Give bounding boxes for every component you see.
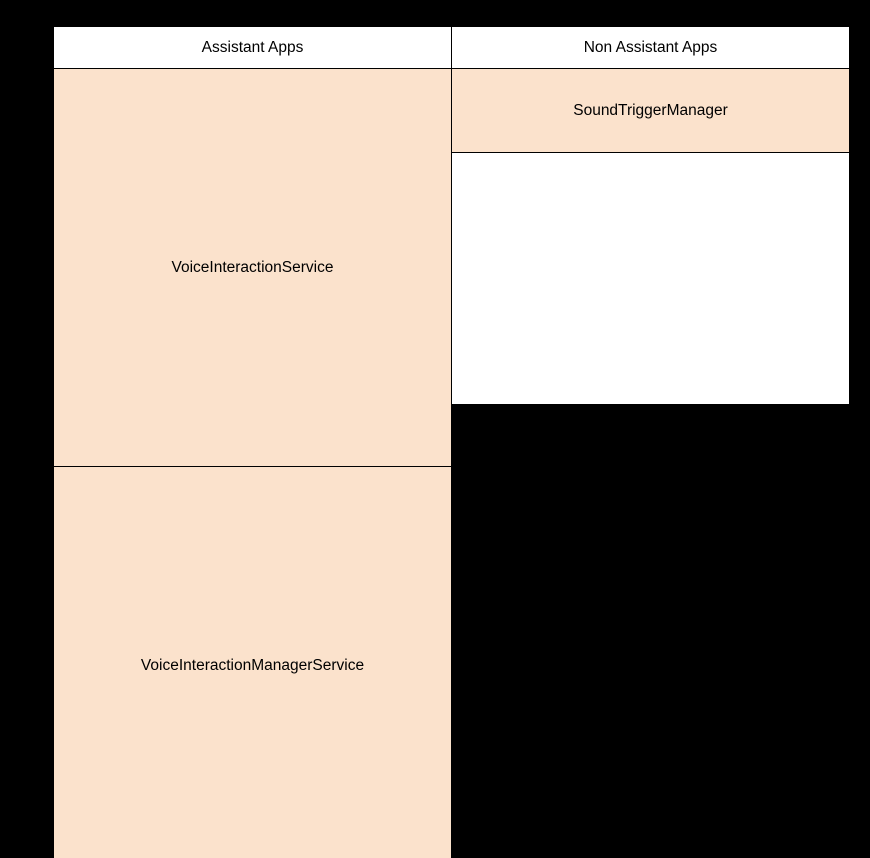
app-services-row: VoiceInteractionService VoiceInteraction… xyxy=(54,69,849,858)
block-voice-interaction-service: VoiceInteractionService xyxy=(54,69,452,467)
block-assistant-apps: Assistant Apps xyxy=(54,27,452,69)
diagram-header-row: Assistant Apps Non Assistant Apps xyxy=(54,27,849,69)
block-voice-interaction-manager-service: VoiceInteractionManagerService xyxy=(54,467,452,858)
block-sound-trigger-manager: SoundTriggerManager xyxy=(452,69,849,153)
block-non-assistant-apps: Non Assistant Apps xyxy=(452,27,849,69)
assistant-app-services-group: VoiceInteractionService VoiceInteraction… xyxy=(54,69,452,858)
soundtrigger-architecture-diagram: Assistant Apps Non Assistant Apps VoiceI… xyxy=(53,26,850,858)
